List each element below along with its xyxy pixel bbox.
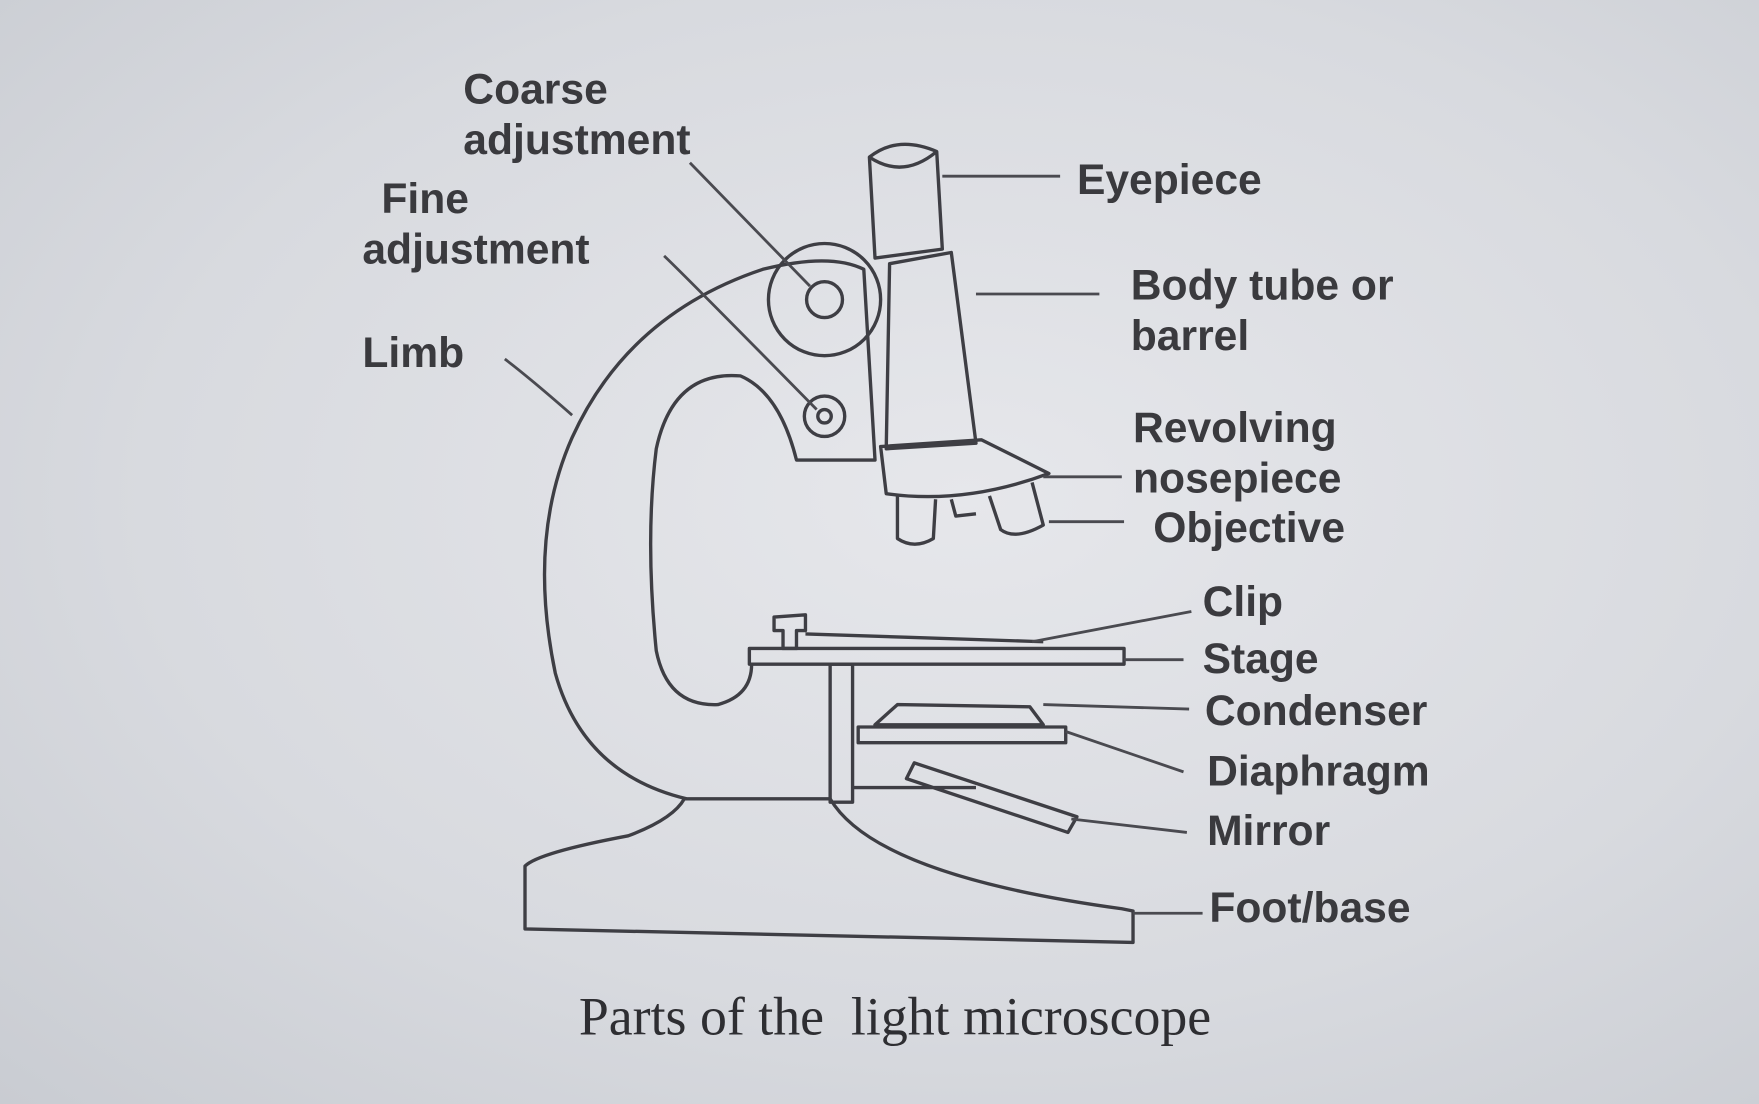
label-fine-adjustment-2: adjustment	[362, 226, 589, 274]
coarse-knob-center	[804, 279, 845, 320]
label-body-tube-2: barrel	[1131, 312, 1249, 360]
label-stage: Stage	[1203, 635, 1319, 683]
label-condenser: Condenser	[1205, 687, 1428, 735]
label-clip: Clip	[1203, 578, 1283, 626]
foot-base	[523, 797, 1135, 945]
labels: Coarse adjustment Fine adjustment Limb E…	[362, 65, 1429, 932]
label-coarse-adjustment-2: adjustment	[463, 116, 690, 164]
label-fine-adjustment-1: Fine	[381, 175, 469, 223]
diagram-caption: Parts of the light microscope	[579, 986, 1211, 1046]
coarse-adjustment-knob	[766, 241, 883, 358]
label-eyepiece: Eyepiece	[1077, 156, 1262, 204]
revolving-nosepiece	[878, 438, 1051, 499]
label-body-tube-1: Body tube or	[1131, 262, 1394, 310]
label-revolving-nosepiece-1: Revolving	[1133, 404, 1337, 452]
fine-adjustment-knob	[802, 394, 847, 439]
label-mirror: Mirror	[1207, 807, 1330, 855]
fine-knob-center	[816, 407, 833, 425]
clip	[772, 613, 1044, 651]
condenser	[856, 702, 1068, 745]
leader-lines	[503, 161, 1203, 915]
stage-arm	[828, 662, 855, 804]
mirror	[852, 761, 1079, 835]
label-diaphragm: Diaphragm	[1207, 747, 1430, 795]
label-revolving-nosepiece-2: nosepiece	[1133, 455, 1341, 503]
microscope-drawing	[523, 142, 1135, 945]
objective-lenses	[895, 482, 1045, 546]
limb	[542, 259, 877, 801]
stage	[747, 646, 1126, 666]
label-objective: Objective	[1153, 504, 1345, 552]
body-tube	[884, 250, 978, 451]
eyepiece	[867, 142, 945, 260]
label-foot-base: Foot/base	[1209, 884, 1410, 932]
label-limb: Limb	[362, 329, 464, 377]
label-coarse-adjustment-1: Coarse	[463, 65, 607, 113]
